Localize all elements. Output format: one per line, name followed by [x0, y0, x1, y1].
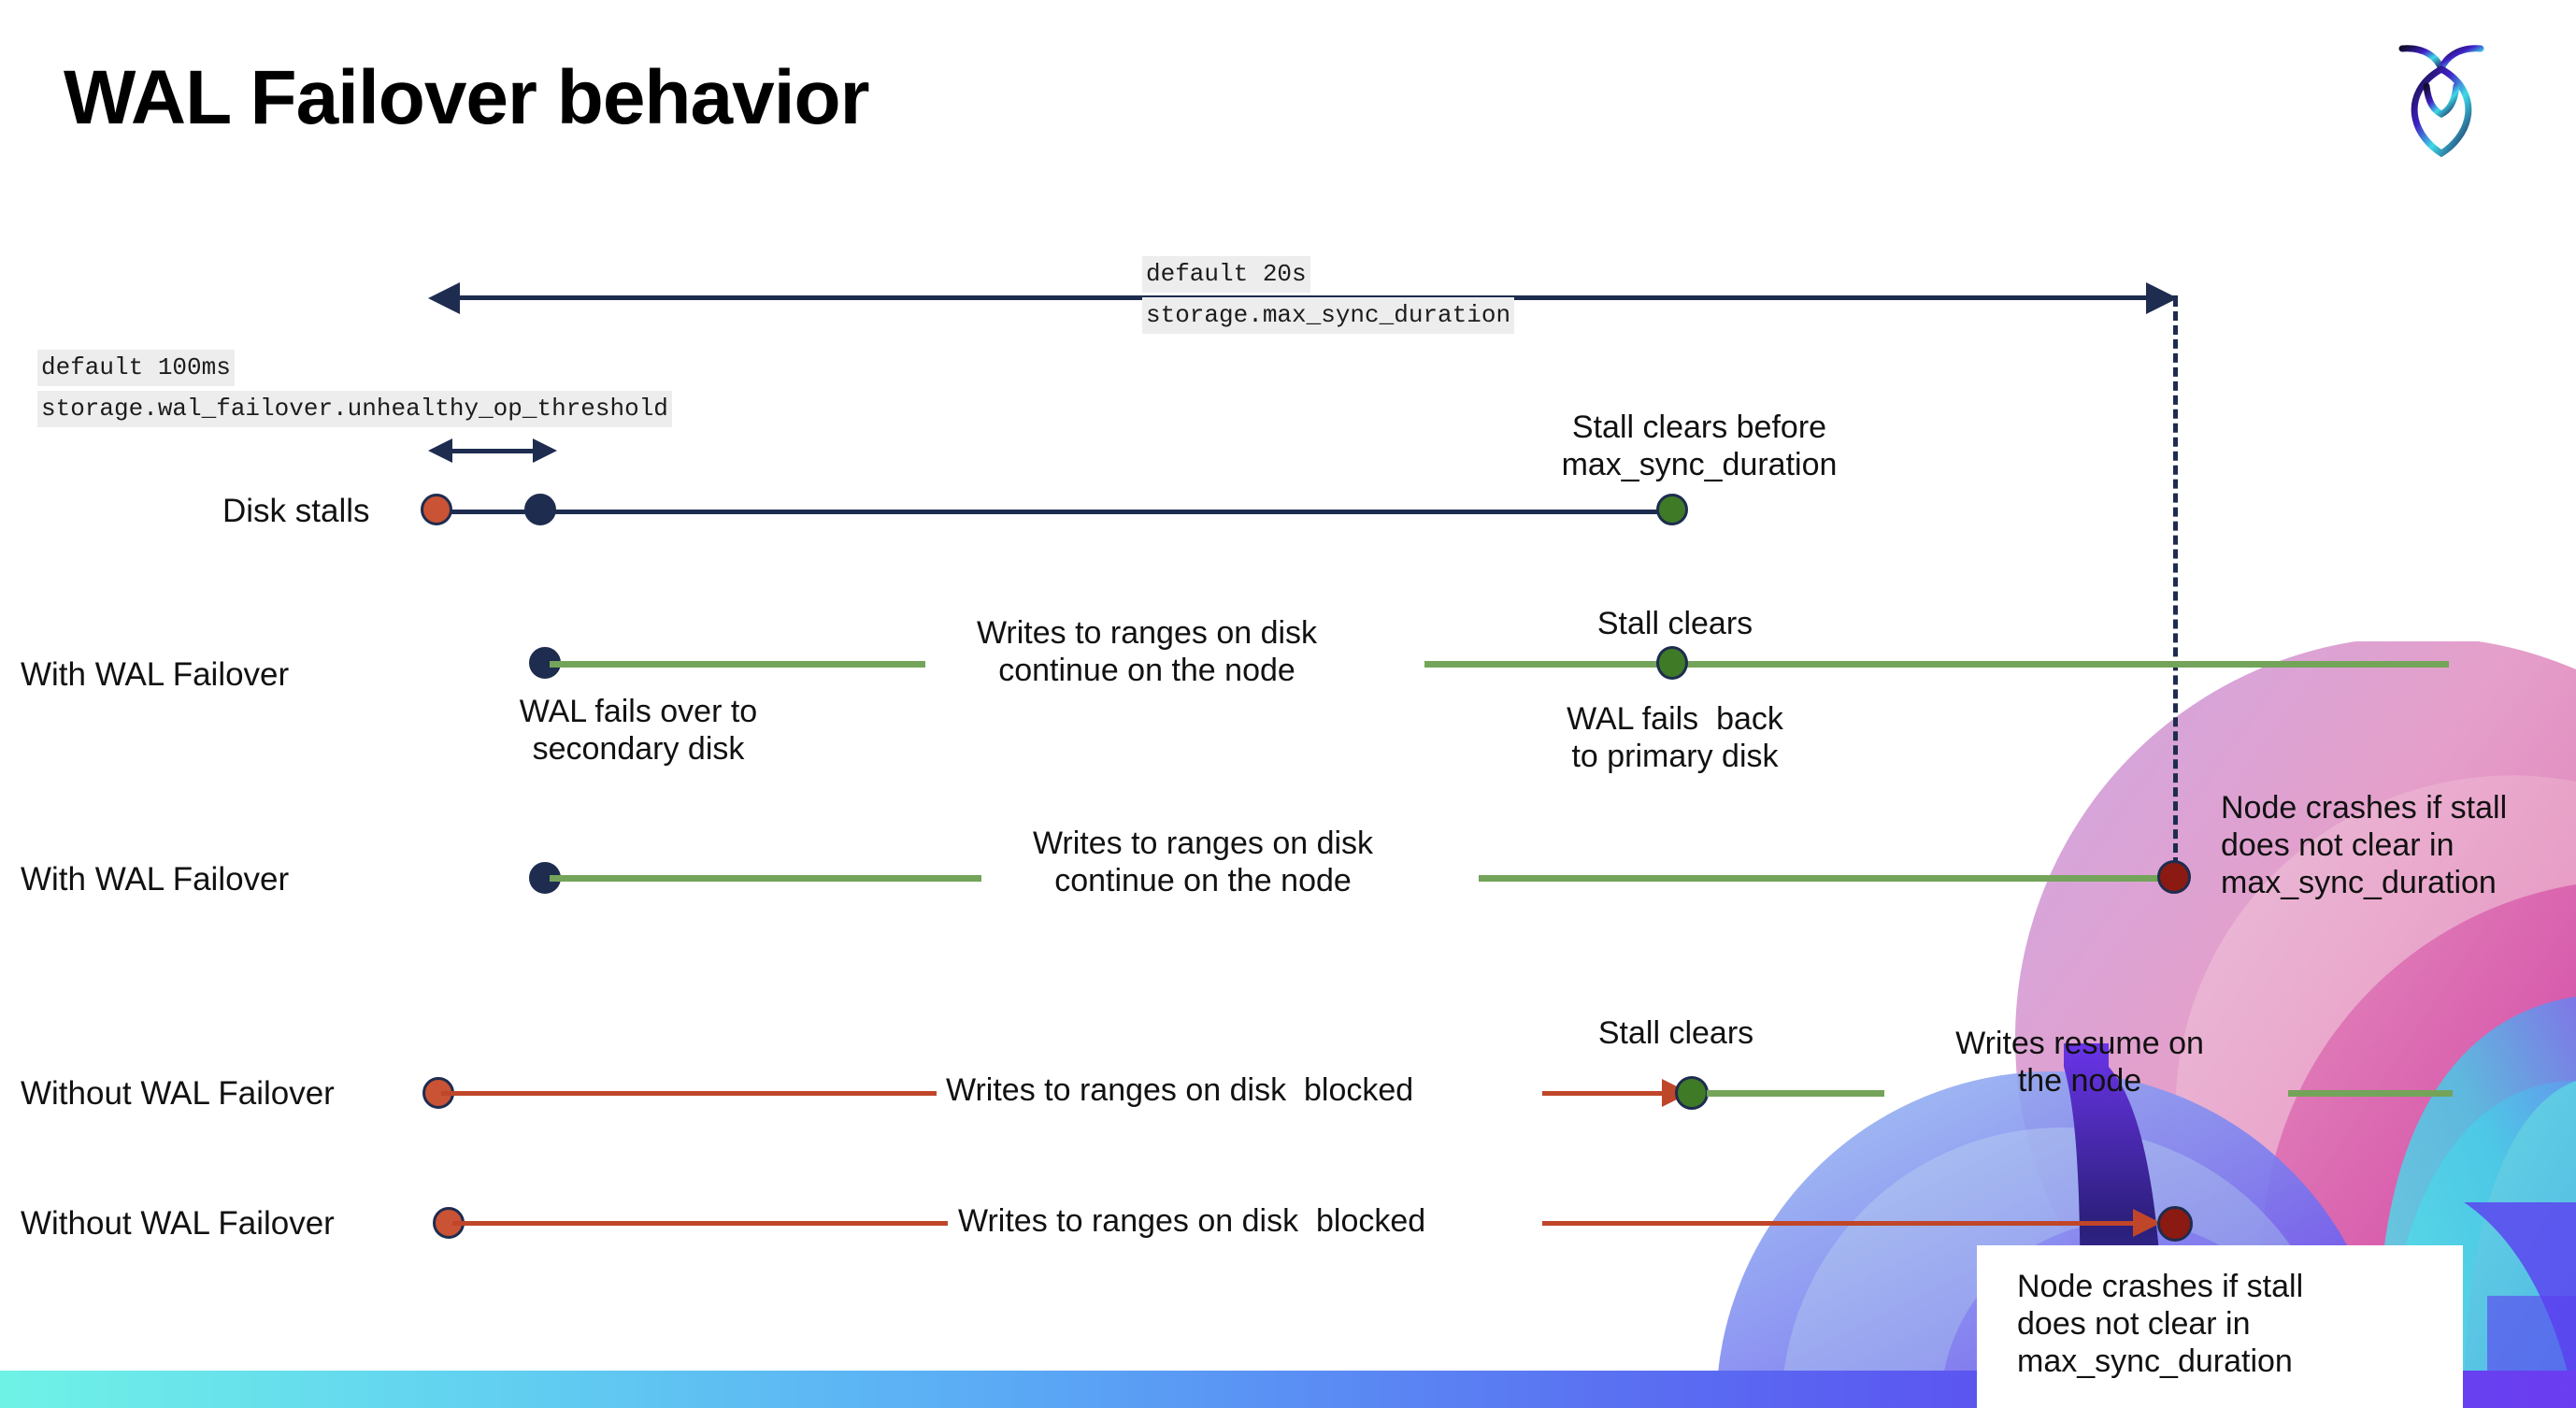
max-sync-dashed-guide	[2173, 297, 2178, 881]
cockroachdb-logo-icon	[2398, 45, 2484, 158]
max-sync-setting-chip: storage.max_sync_duration	[1142, 297, 1515, 335]
without-wal-2-arrowhead	[2133, 1209, 2161, 1237]
note-stall-clears-2: Stall clears	[1597, 1015, 1754, 1051]
unhealthy-op-default-chip: default 100ms	[37, 350, 235, 387]
row-label-without-wal-failover-2: Without WAL Failover	[21, 1205, 335, 1242]
wal-failover-2-crash-dot	[2157, 860, 2191, 894]
disk-stalls-failover-dot	[524, 494, 556, 525]
unhealthy-op-threshold-line	[451, 449, 533, 453]
note-node-crashes-2: Node crashes if stall does not clear in …	[2017, 1269, 2304, 1379]
note-writes-resume: Writes resume on the node	[1955, 1026, 2204, 1099]
max-sync-arrow-right	[2146, 282, 2178, 314]
note-wal-fails-over: WAL fails over to secondary disk	[519, 694, 758, 767]
row-label-disk-stalls: Disk stalls	[222, 493, 370, 529]
note-writes-continue-2: Writes to ranges on disk continue on the…	[1032, 826, 1374, 898]
row-label-without-wal-failover-1: Without WAL Failover	[21, 1075, 335, 1112]
without-wal-1-blocked-b	[1542, 1091, 1666, 1096]
without-wal-1-resume-a	[1707, 1090, 1884, 1097]
crash-callout-backdrop	[1977, 1245, 2463, 1408]
max-sync-arrow-left	[428, 282, 460, 314]
note-stall-clears-before-max-sync: Stall clears before max_sync_duration	[1561, 409, 1838, 482]
row-label-with-wal-failover-2: With WAL Failover	[21, 861, 290, 898]
max-sync-default-chip: default 20s	[1142, 256, 1310, 294]
note-node-crashes-1: Node crashes if stall does not clear in …	[2221, 790, 2508, 900]
without-wal-1-resume-b	[2288, 1090, 2453, 1097]
without-wal-1-blocked-a	[441, 1091, 937, 1096]
row-label-with-wal-failover-1: With WAL Failover	[21, 656, 290, 693]
note-stall-clears-1: Stall clears	[1596, 606, 1753, 641]
wal-failover-2-segment-a	[550, 875, 981, 882]
page-title: WAL Failover behavior	[64, 55, 870, 140]
note-writes-continue-1: Writes to ranges on disk continue on the…	[976, 615, 1318, 688]
without-wal-2-blocked-b	[1542, 1221, 2137, 1226]
wal-failover-1-clear-dot	[1656, 646, 1688, 680]
wal-failover-2-segment-b	[1479, 875, 2170, 882]
unhealthy-op-arrow-right	[533, 438, 557, 463]
without-wal-2-blocked-a	[452, 1221, 948, 1226]
unhealthy-op-arrow-left	[428, 438, 452, 463]
note-writes-blocked-2: Writes to ranges on disk blocked	[958, 1203, 1426, 1239]
note-wal-fails-back: WAL fails back to primary disk	[1567, 701, 1783, 774]
disk-stalls-clear-dot	[1656, 494, 1688, 525]
without-wal-1-clear-dot	[1675, 1076, 1709, 1110]
wal-failover-1-segment-b	[1424, 661, 2449, 668]
unhealthy-op-setting-chip: storage.wal_failover.unhealthy_op_thresh…	[37, 391, 672, 428]
wal-failover-1-segment-a	[550, 661, 925, 668]
note-writes-blocked-1: Writes to ranges on disk blocked	[946, 1072, 1414, 1108]
disk-stalls-start-dot	[421, 494, 452, 525]
disk-stalls-timeline	[437, 510, 1673, 514]
without-wal-2-crash-dot	[2157, 1206, 2193, 1242]
